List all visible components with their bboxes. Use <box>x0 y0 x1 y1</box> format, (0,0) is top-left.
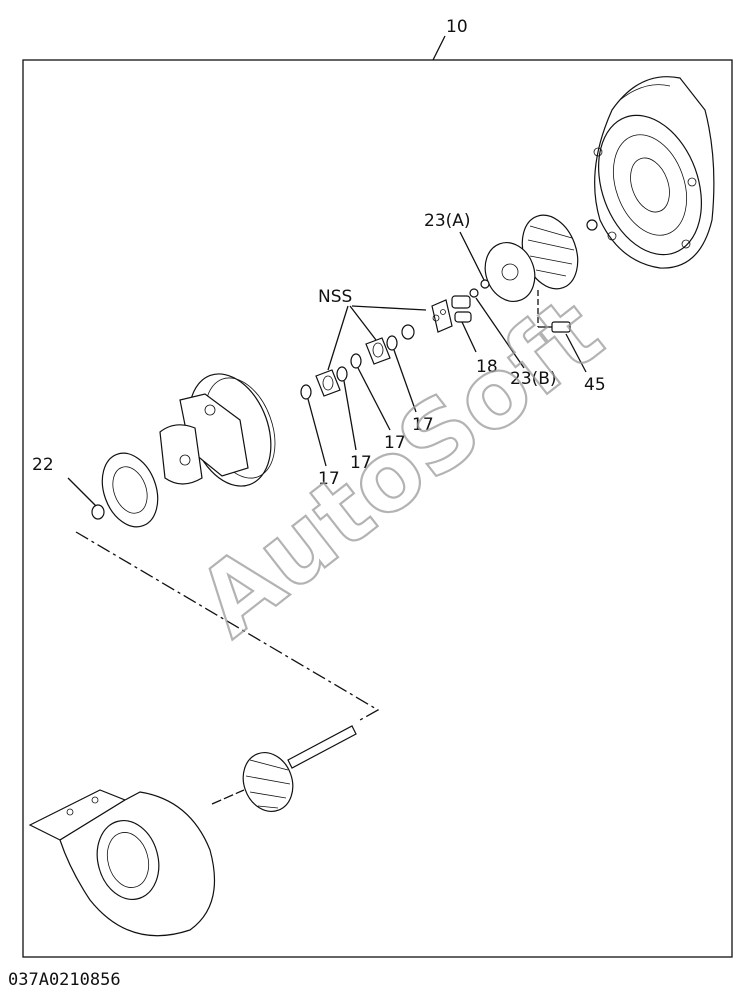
leader-45 <box>565 333 587 373</box>
turbine-shaft <box>211 725 357 812</box>
leader-23a <box>459 231 485 281</box>
callout-23a: 23(A) <box>424 211 471 231</box>
diagram-frame <box>22 59 733 958</box>
leader-nss-3 <box>351 305 427 311</box>
heat-shield <box>101 452 159 528</box>
bearing-housing <box>159 373 276 487</box>
snap-ring-2 <box>350 353 362 369</box>
figure-code: 037A0210856 <box>8 970 121 990</box>
leader-23b <box>475 297 525 369</box>
snap-ring-1 <box>386 335 398 351</box>
turbine-housing <box>28 789 216 937</box>
snap-ring-4 <box>300 384 312 400</box>
o-ring-23a <box>480 279 490 289</box>
leader-17-b <box>357 367 391 431</box>
callout-17-c: 17 <box>350 453 372 473</box>
leader-18 <box>461 321 477 353</box>
thrust-parts <box>431 295 472 333</box>
callout-23b: 23(B) <box>510 369 557 389</box>
leader-17-c <box>343 380 357 451</box>
leader-17-d <box>307 398 327 467</box>
o-ring-23b <box>469 288 479 298</box>
assembly-leader <box>432 35 446 61</box>
compressor-housing <box>593 76 715 269</box>
thrust-washer <box>401 324 415 340</box>
piston-ring-22 <box>91 504 105 520</box>
shaft-nut <box>586 219 598 231</box>
callout-45: 45 <box>584 375 606 395</box>
leader-nss-1 <box>327 305 349 371</box>
callout-17-d: 17 <box>318 469 340 489</box>
leader-22 <box>67 477 97 507</box>
snap-ring-3 <box>336 366 348 382</box>
callout-17-b: 17 <box>384 433 406 453</box>
callout-nss: NSS <box>318 287 352 307</box>
bolt-45 <box>538 321 571 333</box>
bearing-1 <box>365 337 391 365</box>
assembly-label: 10 <box>446 17 468 37</box>
callout-22: 22 <box>32 455 54 475</box>
shaft-locator-line <box>75 531 380 721</box>
compressor-wheel <box>521 214 579 290</box>
leader-nss-2 <box>349 305 377 341</box>
callout-18: 18 <box>476 357 498 377</box>
leader-17-a <box>393 349 417 413</box>
callout-17-a: 17 <box>412 415 434 435</box>
bearing-2 <box>315 369 341 397</box>
seal-plate <box>484 242 536 302</box>
